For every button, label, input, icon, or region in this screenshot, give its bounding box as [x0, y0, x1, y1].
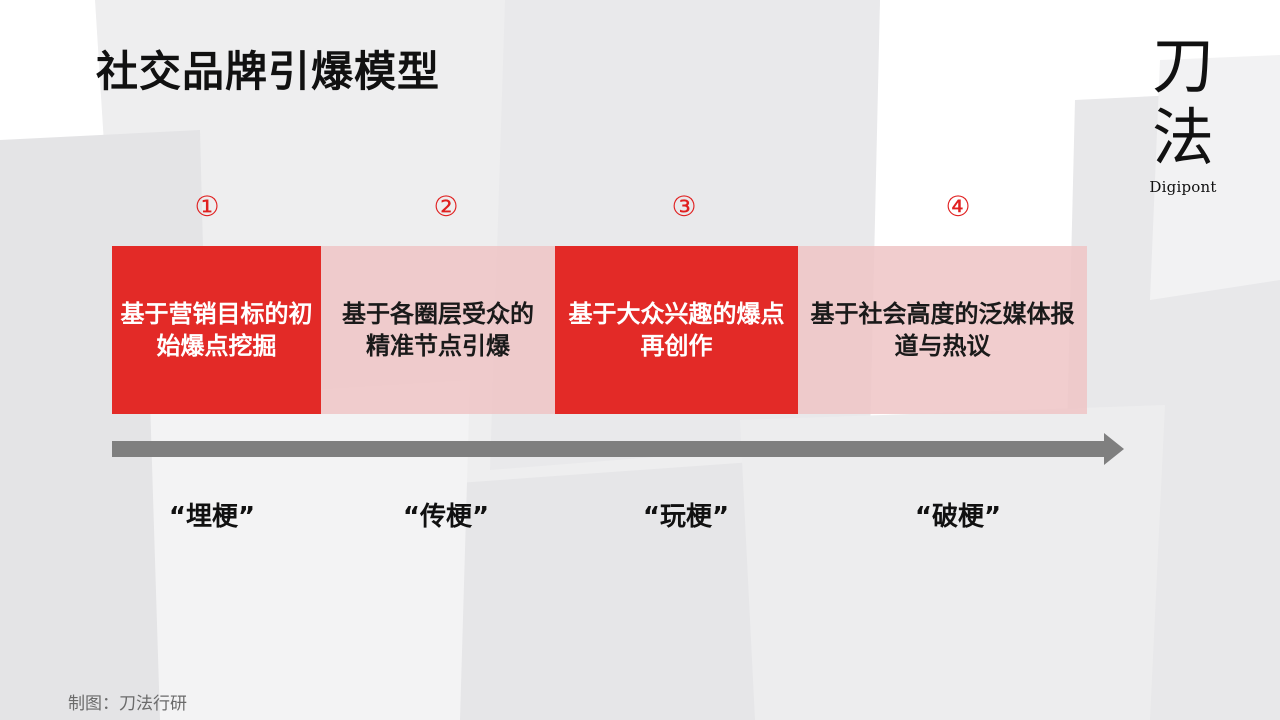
brand-logo: 刀 法 Digipont — [1146, 29, 1220, 197]
stage-block-3: 基于大众兴趣的爆点再创作 — [555, 246, 798, 414]
source-note: 制图：刀法行研 — [68, 694, 187, 714]
stage-label-1: “埋梗” — [168, 502, 256, 532]
stage-label-4: “破梗” — [914, 502, 1002, 532]
step-number-3: ③ — [671, 190, 697, 223]
logo-char-2: 法 — [1151, 101, 1214, 174]
step-number-2: ② — [433, 190, 459, 223]
page-title: 社交品牌引爆模型 — [96, 47, 441, 96]
stage-text-3: 基于大众兴趣的爆点再创作 — [568, 300, 785, 360]
arrow-shaft — [112, 441, 1107, 457]
stage-label-2: “传梗” — [402, 502, 490, 532]
stage-block-2: 基于各圈层受众的精准节点引爆 — [321, 246, 555, 414]
stage-block-4: 基于社会高度的泛媒体报道与热议 — [798, 246, 1087, 414]
stage-text-4: 基于社会高度的泛媒体报道与热议 — [810, 300, 1075, 360]
step-number-4: ④ — [945, 190, 971, 223]
arrow-head — [1104, 433, 1124, 465]
logo-char-1: 刀 — [1151, 29, 1214, 102]
step-number-1: ① — [194, 190, 220, 223]
stage-label-3: “玩梗” — [642, 502, 730, 532]
stage-text-1: 基于营销目标的初始爆点挖掘 — [120, 300, 313, 360]
timeline-arrow — [112, 433, 1124, 465]
stage-block-1: 基于营销目标的初始爆点挖掘 — [112, 246, 321, 414]
logo-latin: Digipont — [1149, 178, 1217, 196]
stage-text-2: 基于各圈层受众的精准节点引爆 — [342, 300, 534, 360]
